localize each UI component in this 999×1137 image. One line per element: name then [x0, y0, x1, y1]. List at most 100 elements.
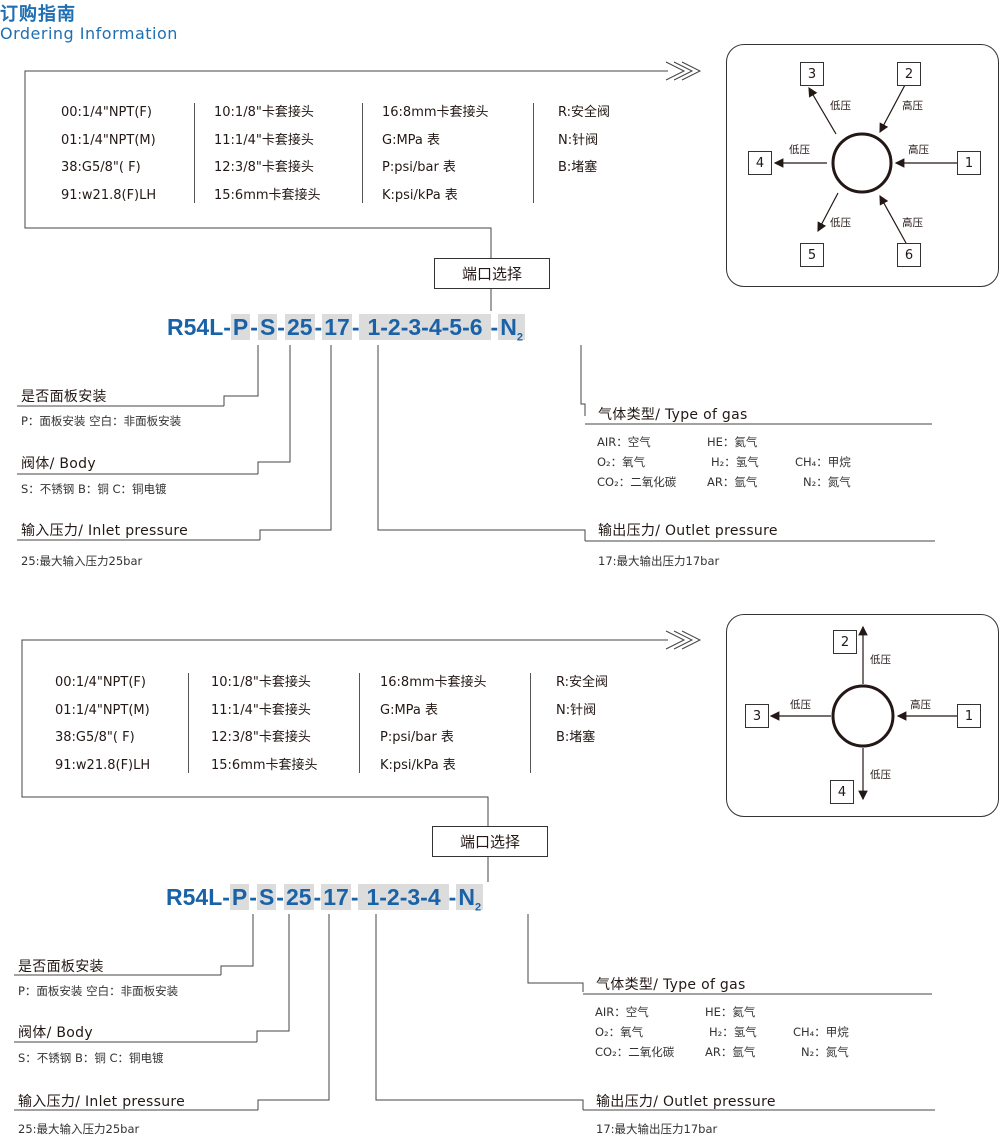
code-gas-sub: 2 [516, 331, 523, 344]
gas-item: H₂：氢气 [709, 1025, 757, 1039]
option-item: 16:8mm卡套接头 [380, 675, 487, 690]
option-item: K:psi/kPa 表 [382, 187, 458, 203]
gas-item: AR：氩气 [707, 475, 758, 489]
port-arrows-1 [773, 82, 957, 244]
valve-body-circle [831, 132, 893, 194]
option-col-3: 16:8mm卡套接头 G:MPa 表 P:psi/bar 表 K:psi/kPa… [380, 669, 487, 779]
valve-body-circle [831, 684, 895, 748]
option-item: 91:w21.8(F)LH [61, 187, 157, 203]
model-code-2: R54L-P-S-25-17-1-2-3-4-N2 [166, 884, 484, 914]
low-pressure-label: 低压 [830, 217, 851, 229]
panel-label: 是否面板安装 [18, 959, 104, 975]
option-item: 11:1/4"卡套接头 [214, 132, 314, 148]
option-col-2: 10:1/8"卡套接头 11:1/4"卡套接头 12:3/8"卡套接头 15:6… [214, 99, 321, 209]
port-diagram-1: 1 2 3 4 5 6 高压 高压 高压 低压 低压 低压 [726, 44, 999, 287]
port-diagram-2: 1 2 3 4 高压 低压 低压 低压 [726, 614, 999, 817]
option-item: 38:G5/8"( F) [61, 160, 141, 175]
gas-item: CH₄：甲烷 [793, 1025, 849, 1039]
panel-desc: P：面板安装 空白：非面板安装 [21, 414, 182, 428]
option-col-4: R:安全阀 N:针阀 B:堵塞 [558, 99, 610, 182]
option-item: G:MPa 表 [382, 132, 441, 148]
outlet-desc: 17:最大输出压力17bar [598, 554, 720, 568]
low-pressure-label: 低压 [789, 144, 810, 156]
option-item: 12:3/8"卡套接头 [211, 730, 311, 745]
port-number: 5 [800, 243, 824, 267]
divider [188, 673, 189, 773]
option-col-1: 00:1/4"NPT(F) 01:1/4"NPT(M) 38:G5/8"( F)… [61, 99, 156, 209]
gas-item: AIR：空气 [597, 435, 651, 449]
low-pressure-label: 低压 [870, 769, 891, 781]
gas-item: N₂：氮气 [801, 1045, 849, 1059]
code-outlet: 17 [322, 314, 352, 340]
code-body: S [257, 314, 278, 340]
port-number: 3 [800, 62, 824, 86]
inlet-label: 输入压力/ Inlet pressure [18, 1094, 186, 1110]
option-item: N:针阀 [558, 132, 599, 148]
port-number: 1 [957, 704, 981, 728]
option-item: 01:1/4"NPT(M) [55, 702, 150, 718]
port-select-box: 端口选择 [432, 826, 548, 857]
code-gas: N2 [498, 314, 525, 344]
high-pressure-label: 高压 [910, 699, 931, 711]
option-item: K:psi/kPa 表 [380, 757, 456, 773]
code-inlet: 25 [284, 314, 315, 340]
option-item: P:psi/bar 表 [382, 160, 456, 175]
low-pressure-label: 低压 [870, 654, 891, 666]
option-col-1: 00:1/4"NPT(F) 01:1/4"NPT(M) 38:G5/8"( F)… [55, 669, 150, 779]
port-number: 2 [833, 630, 857, 654]
divider [533, 103, 534, 203]
inlet-label: 输入压力/ Inlet pressure [21, 523, 189, 539]
option-item: R:安全阀 [558, 105, 611, 120]
gas-item: HE：氦气 [705, 1005, 756, 1019]
panel-label: 是否面板安装 [21, 389, 107, 405]
option-item: G:MPa 表 [380, 702, 439, 718]
gas-label: 气体类型/ Type of gas [598, 407, 748, 423]
divider [530, 673, 531, 773]
body-desc: S：不锈钢 B：铜 C：铜电镀 [18, 1051, 164, 1065]
panel-desc: P：面板安装 空白：非面板安装 [18, 984, 179, 998]
outlet-label: 输出压力/ Outlet pressure [598, 523, 778, 539]
code-gas-symbol: N [500, 314, 517, 340]
code-ports: 1-2-3-4-5-6 [359, 314, 491, 340]
port-number: 4 [830, 780, 854, 804]
gas-item: HE：氦气 [707, 435, 758, 449]
gas-label: 气体类型/ Type of gas [596, 977, 746, 993]
port-number: 3 [745, 704, 769, 728]
port-number: 1 [957, 151, 981, 175]
high-pressure-label: 高压 [902, 100, 923, 112]
gas-item: CO₂：二氧化碳 [597, 475, 677, 489]
code-gas-symbol: N [458, 884, 475, 910]
port-number: 4 [748, 151, 772, 175]
low-pressure-label: 低压 [830, 100, 851, 112]
option-item: B:堵塞 [558, 160, 598, 175]
option-item: P:psi/bar 表 [380, 730, 454, 745]
inlet-desc: 25:最大输入压力25bar [18, 1122, 140, 1136]
page-title-en: Ordering Information [0, 24, 178, 43]
option-item: 00:1/4"NPT(F) [55, 675, 146, 690]
low-pressure-label: 低压 [790, 699, 811, 711]
gas-item: H₂：氢气 [711, 455, 759, 469]
option-item: 10:1/8"卡套接头 [211, 675, 311, 690]
outlet-label: 输出压力/ Outlet pressure [596, 1094, 776, 1110]
option-item: R:安全阀 [556, 675, 609, 690]
port-select-box: 端口选择 [434, 258, 550, 289]
high-pressure-label: 高压 [908, 144, 929, 156]
divider [194, 103, 195, 203]
gas-item: CO₂：二氧化碳 [595, 1045, 675, 1059]
page-title-cn: 订购指南 [0, 4, 76, 25]
option-item: 91:w21.8(F)LH [55, 757, 151, 773]
body-label: 阀体/ Body [18, 1025, 93, 1041]
code-body: S [256, 884, 277, 910]
option-item: 12:3/8"卡套接头 [214, 160, 314, 175]
option-col-2: 10:1/8"卡套接头 11:1/4"卡套接头 12:3/8"卡套接头 15:6… [211, 669, 318, 779]
gas-item: AIR：空气 [595, 1005, 649, 1019]
divider [359, 673, 360, 773]
port-arrows-2 [769, 625, 957, 801]
option-item: 00:1/4"NPT(F) [61, 105, 152, 120]
model-code-1: R54L-P-S-25-17-1-2-3-4-5-6-N2 [167, 314, 525, 344]
option-item: 16:8mm卡套接头 [382, 105, 489, 120]
gas-item: O₂：氧气 [597, 455, 646, 469]
option-item: 11:1/4"卡套接头 [211, 702, 311, 718]
gas-item: CH₄：甲烷 [795, 455, 851, 469]
option-item: 15:6mm卡套接头 [214, 187, 321, 203]
